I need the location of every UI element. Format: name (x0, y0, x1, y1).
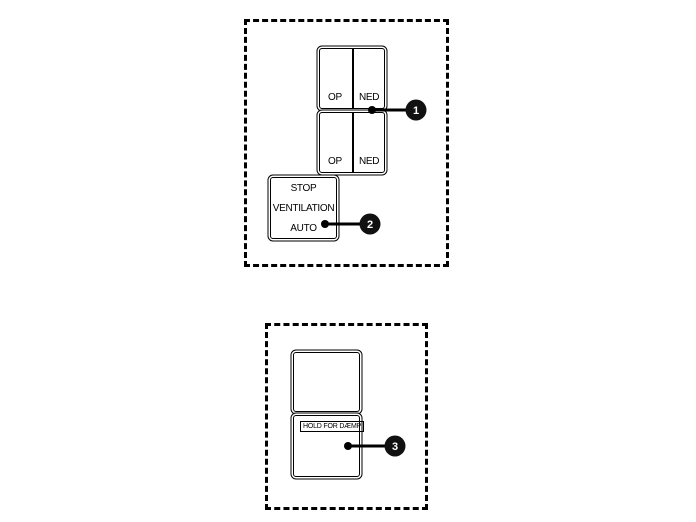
auto-label: AUTO (290, 223, 317, 234)
callout-1: 1 (368, 99, 427, 121)
callout-3-badge (384, 435, 406, 457)
stop-label: STOP (290, 183, 317, 194)
hold-for-damp-label: HOLD FOR DÆMP (300, 421, 365, 432)
bottom-panel-frame (265, 323, 428, 510)
top-panel-frame (244, 19, 449, 267)
key-divider (352, 113, 354, 172)
key-divider (352, 49, 354, 108)
ned-label-upper: NED (359, 92, 380, 103)
callout-1-badge (405, 99, 427, 121)
callout-3-anchor-dot (344, 442, 352, 450)
op-ned-key-upper[interactable]: OP NED (319, 48, 385, 109)
callout-2-badge (359, 213, 381, 235)
callout-1-number: 1 (413, 105, 419, 117)
op-label-lower: OP (328, 156, 342, 167)
callout-2-anchor-dot (321, 220, 329, 228)
callout-2: 2 (321, 213, 381, 235)
ventilation-label: VENTILATION (272, 203, 335, 214)
callout-3-number: 3 (392, 441, 398, 453)
ned-label-lower: NED (359, 156, 380, 167)
callout-3: 3 (344, 435, 406, 457)
callout-1-anchor-dot (368, 106, 376, 114)
blank-key[interactable] (293, 352, 360, 412)
op-ned-key-lower[interactable]: OP NED (319, 112, 385, 173)
ventilation-key[interactable]: STOP VENTILATION AUTO (270, 177, 337, 239)
callout-2-number: 2 (367, 219, 373, 231)
op-label-upper: OP (328, 92, 342, 103)
